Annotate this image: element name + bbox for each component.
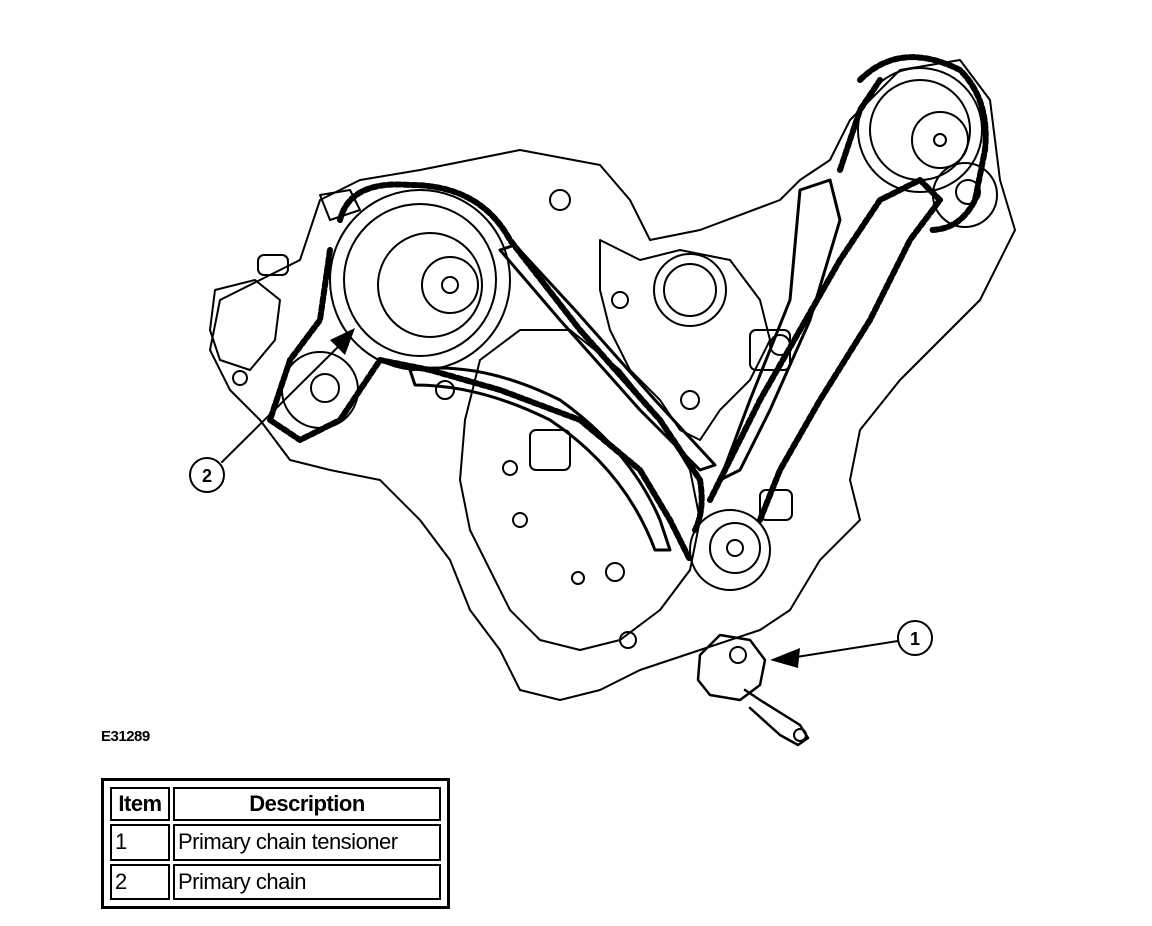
row-item: 2 (110, 863, 170, 900)
header-description: Description (173, 787, 441, 821)
svg-text:2: 2 (202, 466, 212, 486)
figure-id: E31289 (101, 728, 150, 745)
callout-1: 1 (897, 620, 933, 656)
timing-chain-diagram: 1 2 (189, 54, 1016, 747)
row-description: Primary chain tensioner (173, 824, 441, 861)
primary-chain-left (337, 181, 705, 533)
callout-1-arrowhead (770, 648, 800, 668)
legend-header-row: Item Description (110, 787, 441, 821)
table-row: 2 Primary chain (110, 863, 441, 900)
crank-sprocket (689, 509, 771, 591)
callout-1-leader (789, 640, 899, 659)
callout-2-arrowhead (330, 328, 355, 355)
valley-contour (599, 239, 771, 441)
svg-text:1: 1 (910, 629, 920, 649)
primary-chain-tensioner (696, 633, 810, 747)
left-cover-fragment (209, 279, 281, 371)
chain-guide-lower (408, 366, 672, 552)
chain-guide-right (718, 178, 842, 482)
callout-2-leader (221, 344, 341, 463)
header-item: Item (110, 787, 170, 821)
row-item: 1 (110, 824, 170, 861)
table-row: 1 Primary chain tensioner (110, 824, 441, 861)
right-cam-sprocket-upper (857, 67, 983, 193)
callout-2: 2 (189, 457, 225, 493)
block-inner-contour (459, 329, 701, 651)
engine-block-outline (209, 59, 1016, 701)
legend-table: Item Description 1 Primary chain tension… (101, 778, 450, 909)
row-description: Primary chain (173, 863, 441, 900)
chain-guide-left (498, 243, 717, 472)
primary-chain-right (707, 177, 943, 523)
left-cam-sprocket (329, 189, 511, 371)
